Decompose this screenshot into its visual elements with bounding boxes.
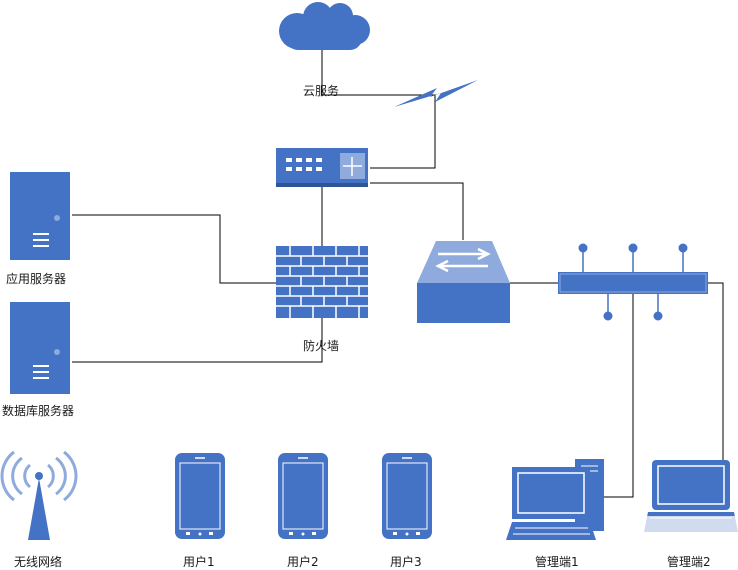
server-icon [10,172,70,260]
link-hub-admin1 [604,283,634,498]
phone-icon [278,453,328,539]
link-hub-admin2 [700,282,724,471]
hub-icon [558,243,708,321]
db-server-label: 数据库服务器 [2,404,75,418]
firewall-label: 防火墙 [303,339,340,353]
lightning-bolt-icon [394,80,478,107]
user3-label: 用户3 [390,555,422,569]
link-firewall-appserver [72,214,276,284]
admin2-label: 管理端2 [667,555,711,569]
user1-label: 用户1 [183,555,215,569]
server-icon [10,302,70,394]
link-firewall-dbserver [72,318,323,363]
switch-icon [417,241,510,323]
desktop-computer-icon [506,459,604,540]
user2-label: 用户2 [287,555,319,569]
cloud-icon [279,2,370,50]
link-router-switch [370,182,464,240]
phone-icon [175,453,225,539]
firewall-icon [276,246,368,318]
router-icon [276,148,368,187]
app-server-label: 应用服务器 [6,272,67,286]
admin1-label: 管理端1 [535,555,579,569]
phone-icon [382,453,432,539]
cloud-label: 云服务 [303,84,340,98]
wireless-tower-icon [0,450,78,540]
connections [72,30,724,498]
laptop-icon [632,460,738,542]
wireless-label: 无线网络 [14,555,63,569]
